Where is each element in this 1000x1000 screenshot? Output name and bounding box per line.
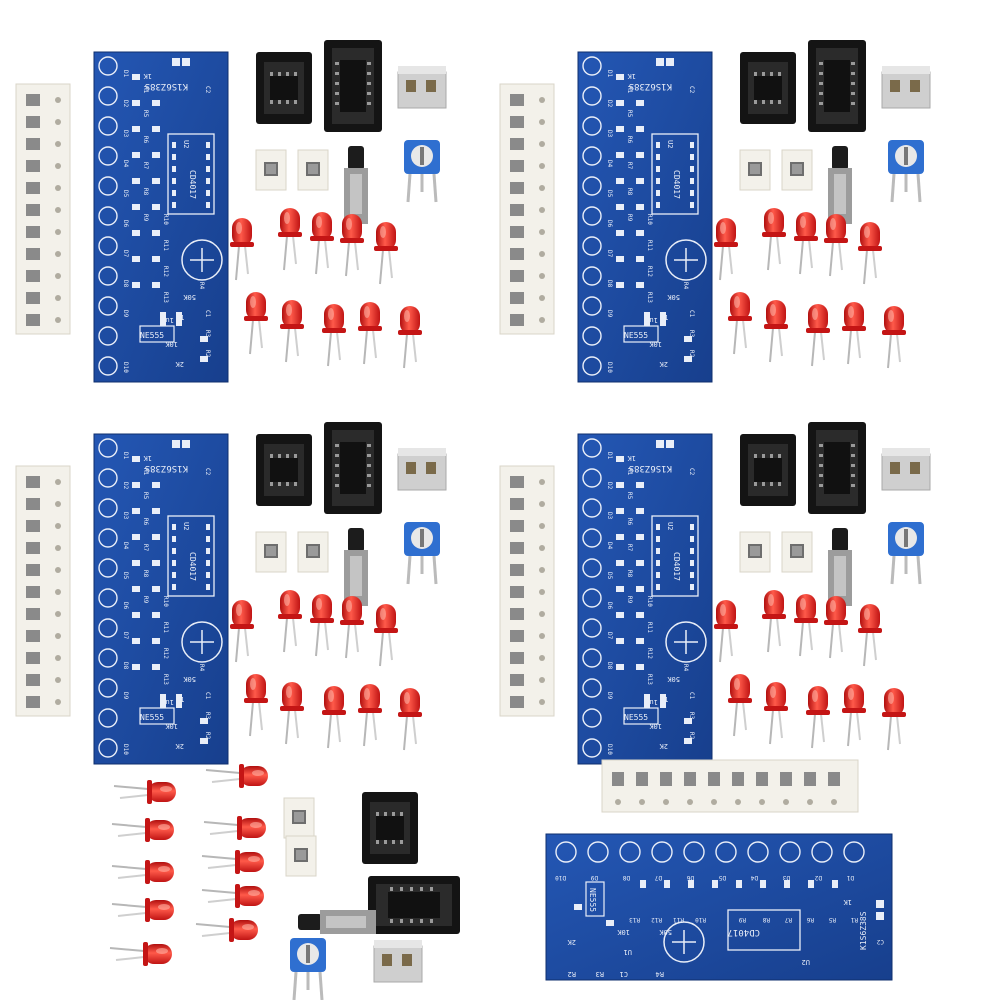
led-chaser-pcb: K1S6Z38S CD4017 NE555 50K 1uF 10K 2K 1K …: [93, 51, 229, 383]
loose-leds: [109, 763, 269, 967]
pcb-h-c1: C1: [620, 970, 628, 978]
pcb-h-d1: D1: [846, 874, 854, 881]
pcb-h-d10: D10: [555, 874, 566, 881]
pcb-ic2-label: CD4017: [188, 170, 197, 199]
pcb-res-1k: 1K: [143, 72, 152, 80]
red-leds: [229, 207, 423, 369]
pcb-h-d6: D6: [686, 874, 694, 881]
pcb-r10: R10: [162, 214, 169, 225]
pcb-r7: R7: [142, 162, 149, 170]
metal-bracket: [397, 65, 447, 109]
pcb-h-d9: D9: [590, 874, 598, 881]
pcb-r11: R11: [162, 240, 169, 251]
cd4017-ic: [324, 40, 382, 132]
pcb-h-ic1-label: NE555: [588, 888, 597, 912]
pcb-h-d3: D3: [782, 874, 790, 881]
pcb-h-r7: R7: [784, 916, 792, 923]
resistor-tape-strip: [15, 83, 71, 335]
pcb-h-r5: R5: [828, 916, 836, 923]
smd-capacitor: [285, 835, 317, 877]
pcb-h-r10: R10: [695, 916, 706, 923]
pcb-res-2k: 2K: [175, 360, 184, 368]
cd4017-ic: [368, 876, 460, 934]
potentiometer: [402, 138, 442, 204]
pcb-d4: D4: [122, 160, 129, 168]
pcb-d5: D5: [122, 190, 129, 198]
pcb-cap-label: 1uF: [161, 316, 174, 324]
resistor-tape-horizontal: [601, 759, 859, 813]
pcb-h-c2: C2: [876, 938, 884, 945]
pcb-h-model-code: K1S6Z38S: [859, 911, 868, 950]
pcb-r6: R6: [142, 136, 149, 144]
pcb-u2-label: U2: [182, 140, 190, 148]
pcb-h-d4: D4: [750, 874, 758, 881]
pcb-h-r4: R4: [656, 970, 664, 978]
pcb-h-r9: R9: [738, 916, 746, 923]
pcb-h-r11: R11: [673, 916, 684, 923]
pcb-h-res-1k: 1K: [843, 898, 852, 906]
pcb-h-r3: R3: [596, 970, 604, 978]
potentiometer: [288, 936, 328, 1000]
pcb-h-r13: R13: [629, 916, 640, 923]
ne555-ic: [362, 792, 418, 864]
pcb-d6: D6: [122, 220, 129, 228]
pcb-r8: R8: [142, 188, 149, 196]
smd-capacitor: [283, 797, 315, 839]
smd-capacitor: [297, 149, 329, 191]
pcb-r5: R5: [142, 110, 149, 118]
pcb-h-d8: D8: [622, 874, 630, 881]
slide-switch: [298, 910, 376, 934]
pcb-d9: D9: [122, 310, 129, 318]
pcb-h-r1: R1: [850, 916, 858, 923]
pcb-d2: D2: [122, 100, 129, 108]
pcb-r9: R9: [142, 214, 149, 222]
pcb-d3: D3: [122, 130, 129, 138]
pcb-c1: C1: [204, 310, 211, 318]
pcb-h-d2: D2: [814, 874, 822, 881]
pcb-u1-label: U1: [176, 314, 184, 322]
smd-capacitor: [255, 149, 287, 191]
pcb-h-r2: R2: [568, 970, 576, 978]
pcb-h-res-10k: 10K: [617, 928, 630, 936]
pcb-h-d5: D5: [718, 874, 726, 881]
pcb-ic1-label: NE555: [140, 331, 164, 340]
pcb-r3: R3: [204, 330, 211, 338]
pcb-d1: D1: [122, 70, 129, 78]
pcb-h-u1: U1: [624, 948, 632, 956]
pcb-r13: R13: [162, 292, 169, 303]
pcb-r2: R2: [204, 350, 211, 358]
led-chaser-pcb-horizontal: CD4017 NE555 K1S6Z38S 50K 10K 2K 1K R2 R…: [545, 833, 893, 981]
pcb-h-u2: U2: [802, 958, 810, 966]
pcb-h-res-2k: 2K: [567, 938, 576, 946]
pcb-d8: D8: [122, 280, 129, 288]
pcb-h-d7: D7: [654, 874, 662, 881]
pcb-h-r8: R8: [762, 916, 770, 923]
ne555-ic: [256, 52, 312, 124]
slide-switch: [344, 146, 368, 224]
pcb-res-10k: 10K: [165, 340, 178, 348]
pcb-pot-label: 50K: [183, 293, 196, 301]
pcb-r1: R1: [142, 86, 149, 94]
pcb-c2: C2: [204, 86, 211, 94]
metal-bracket: [373, 939, 423, 983]
pcb-r12: R12: [162, 266, 169, 277]
pcb-r4: R4: [198, 282, 205, 290]
pcb-h-r6: R6: [806, 916, 814, 923]
pcb-h-ic2-label: CD4017: [727, 927, 760, 937]
pcb-h-pot-label: 50K: [659, 928, 672, 936]
pcb-h-r12: R12: [651, 916, 662, 923]
pcb-d7: D7: [122, 250, 129, 258]
pcb-model-code: K1S6Z38S: [145, 81, 188, 91]
pcb-d10: D10: [122, 362, 129, 373]
